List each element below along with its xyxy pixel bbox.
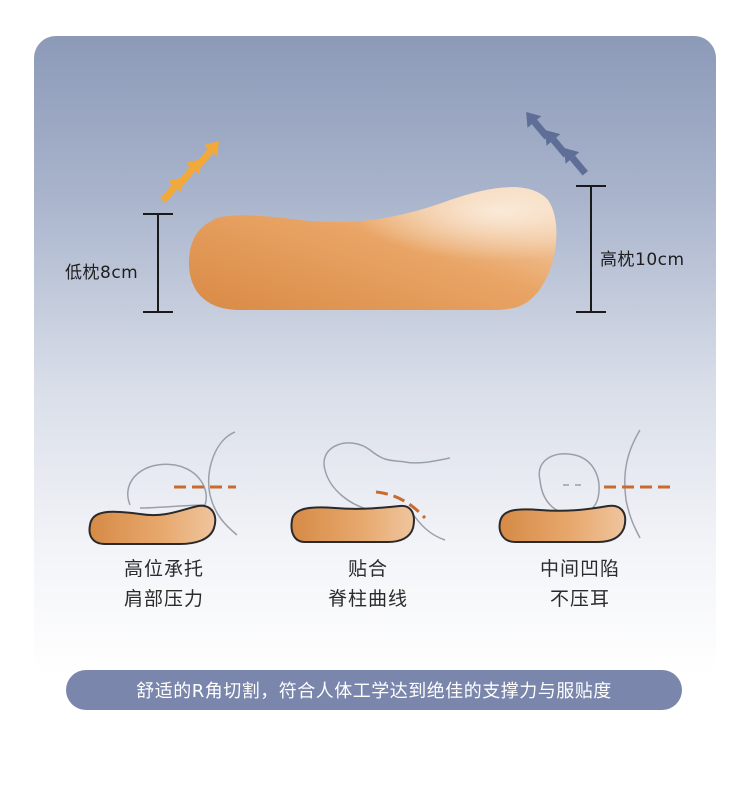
hero-card xyxy=(34,36,716,676)
feature-caption-spine: 贴合 脊柱曲线 xyxy=(327,558,408,610)
high-pillow-label: 高枕10cm xyxy=(600,250,685,270)
feature-caption-shoulder: 高位承托 肩部压力 xyxy=(123,558,204,610)
feature-banner: 舒适的R角切割，符合人体工学达到绝佳的支撑力与服贴度 xyxy=(66,670,682,710)
high-height-bracket xyxy=(576,185,606,313)
shoulder-support-illustration xyxy=(88,431,238,545)
ear-relief-illustration xyxy=(498,429,672,543)
banner-text: 舒适的R角切割，符合人体工学达到绝佳的支撑力与服贴度 xyxy=(136,681,612,702)
spine-curve-illustration xyxy=(290,442,451,543)
low-pillow-label: 低枕8cm xyxy=(65,263,139,283)
high-arrows-icon xyxy=(526,111,588,176)
pillow-illustration xyxy=(143,111,606,313)
low-height-bracket xyxy=(143,213,173,313)
low-arrows-icon xyxy=(160,140,219,203)
feature-caption-ear: 中间凹陷 不压耳 xyxy=(539,558,620,610)
usage-illustrations xyxy=(88,429,672,545)
